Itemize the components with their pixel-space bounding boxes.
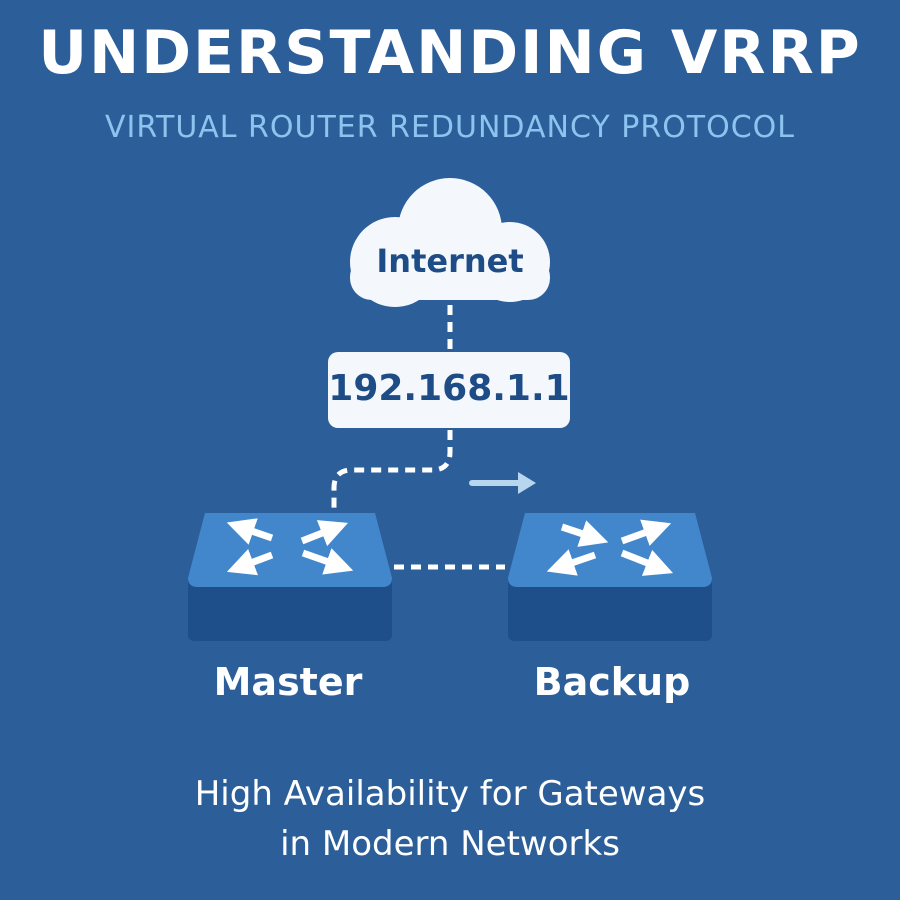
master-label: Master — [213, 660, 363, 704]
router-switch-icon — [546, 519, 674, 576]
router-switch-icon — [226, 518, 354, 576]
page-title: UNDERSTANDING VRRP — [38, 18, 862, 88]
virtual-ip-label: 192.168.1.1 — [328, 368, 570, 409]
router-backup — [508, 513, 712, 641]
caption-line-1: High Availability for Gateways — [194, 774, 706, 814]
cloud-icon — [350, 178, 550, 307]
cloud-label: Internet — [376, 242, 524, 280]
caption-line-2: in Modern Networks — [280, 824, 620, 864]
arrow-right-icon — [469, 472, 536, 494]
backup-label: Backup — [533, 660, 691, 704]
router-master — [188, 513, 392, 641]
page-subtitle: VIRTUAL ROUTER REDUNDANCY PROTOCOL — [104, 110, 796, 145]
link-vip-master — [331, 430, 453, 512]
virtual-ip-box — [328, 352, 570, 428]
